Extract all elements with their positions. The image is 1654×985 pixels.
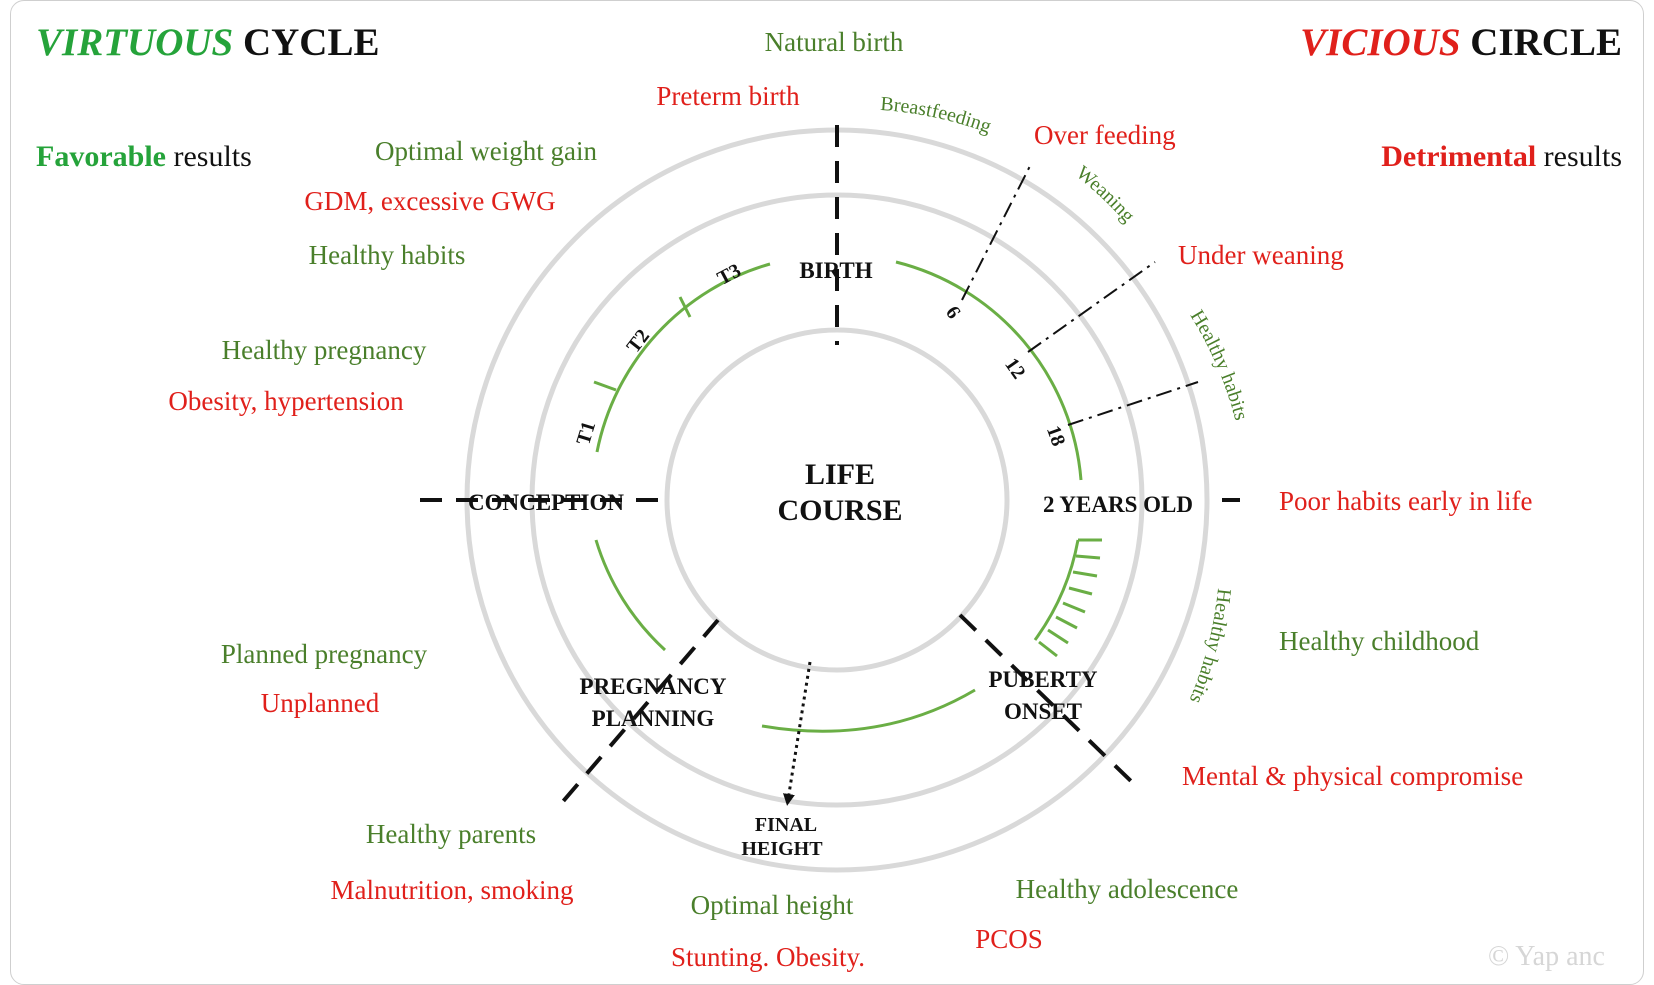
tick-label-12: 12: [1000, 354, 1029, 383]
adolescence-arc: [761, 688, 976, 733]
stage-planning-line2: PLANNING: [592, 706, 715, 731]
childhood-hatching: [1038, 538, 1102, 658]
outcome-healthy-childhood: Healthy childhood: [1279, 626, 1480, 656]
outcome-pcos: PCOS: [975, 924, 1043, 954]
outcome-healthy-habits: Healthy habits: [309, 240, 466, 270]
stage-puberty-line1: PUBERTY: [988, 667, 1097, 692]
outcome-optimal-height: Optimal height: [691, 890, 854, 920]
outcome-healthy-pregnancy: Healthy pregnancy: [222, 335, 427, 365]
stage-two-years: 2 YEARS OLD: [1043, 492, 1193, 517]
outcome-optimal-weight-gain: Optimal weight gain: [375, 136, 597, 166]
childhood-arc: [1033, 539, 1080, 641]
outcome-mental-physical: Mental & physical compromise: [1182, 761, 1523, 791]
outcome-poor-habits: Poor habits early in life: [1279, 486, 1532, 516]
arc-label-breastfeeding: Breastfeeding: [880, 93, 995, 138]
watermark: © Yap anc: [1488, 941, 1605, 972]
tick-label-18: 18: [1042, 423, 1070, 449]
outcome-natural-birth: Natural birth: [765, 27, 904, 57]
stage-birth: BIRTH: [799, 258, 872, 283]
arc-label-weaning: Weaning: [1072, 162, 1139, 227]
infancy-arc: [895, 260, 1083, 481]
detrimental-results-label: Detrimental results: [1381, 140, 1622, 173]
favorable-results-label: Favorable results: [36, 140, 252, 173]
stage-puberty-line2: ONSET: [1004, 699, 1082, 724]
outcome-stunting: Stunting. Obesity.: [671, 942, 865, 972]
tick-label-t2: T2: [622, 325, 654, 357]
outcome-healthy-adolescence: Healthy adolescence: [1016, 874, 1239, 904]
virtuous-cycle-title: VIRTUOUS CYCLE: [36, 21, 380, 64]
outcome-planned-pregnancy: Planned pregnancy: [221, 639, 428, 669]
stage-dividers: [420, 125, 1240, 807]
vicious-circle-title: VICIOUS CIRCLE: [1300, 21, 1622, 64]
t2-tick: [678, 296, 692, 318]
stage-conception: CONCEPTION: [468, 490, 624, 515]
final-height-arrow: [783, 661, 812, 806]
outcome-preterm-birth: Preterm birth: [656, 81, 800, 111]
center-label-line1: LIFE: [805, 458, 875, 491]
pregnancy-arc: [595, 262, 771, 453]
tick-label-6: 6: [941, 302, 965, 323]
stage-final-line2: HEIGHT: [741, 838, 823, 860]
t1-tick: [593, 380, 617, 392]
outcome-malnutrition: Malnutrition, smoking: [331, 875, 574, 905]
month-lines: [961, 161, 1199, 426]
preconception-arc: [594, 539, 667, 652]
outcome-over-feeding: Over feeding: [1034, 120, 1176, 150]
outcome-under-weaning: Under weaning: [1178, 240, 1344, 270]
outcome-gdm: GDM, excessive GWG: [304, 186, 555, 216]
outcome-obesity-hypertension: Obesity, hypertension: [168, 386, 404, 416]
stage-final-line1: FINAL: [755, 814, 817, 836]
outcome-unplanned: Unplanned: [261, 688, 380, 718]
inner-ring: [664, 327, 1010, 673]
tick-label-t1: T1: [572, 419, 600, 448]
center-label-line2: COURSE: [777, 494, 902, 527]
outcome-healthy-parents: Healthy parents: [366, 819, 536, 849]
stage-planning-line1: PREGNANCY: [580, 674, 727, 699]
